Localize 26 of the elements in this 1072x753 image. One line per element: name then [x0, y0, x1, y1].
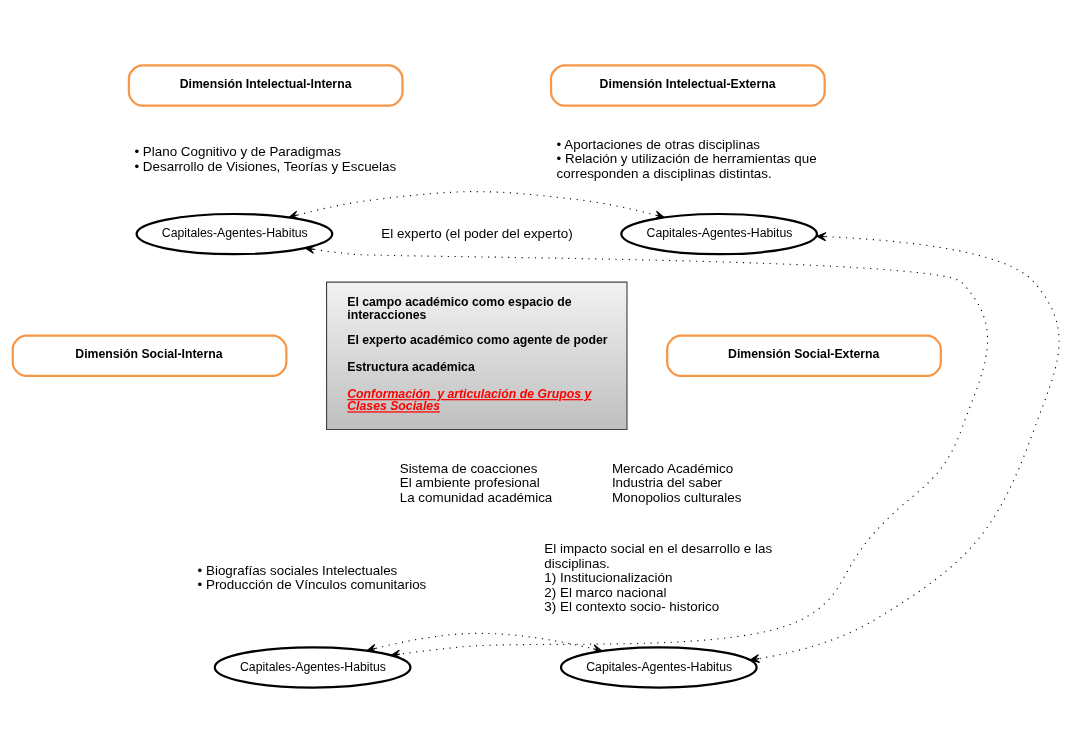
node-box: Dimensión Social-Externa — [666, 334, 942, 378]
label: • Desarrollo de Visiones, Teorías y Escuelas — [134, 158, 397, 174]
node-box: Dimensión Social-Interna — [11, 334, 288, 378]
arrow — [749, 232, 1060, 664]
arrow — [366, 632, 603, 654]
arrow — [304, 244, 989, 659]
label: • Producción de Vínculos comunitarios — [197, 577, 427, 593]
label: El impacto social en el desarrollo e las disciplinas. — [544, 541, 773, 571]
label: El experto (el poder del experto) — [381, 225, 573, 241]
label: • Relación y utilización de herramientas que corresponden a disciplinas distintas. — [556, 151, 817, 181]
label: 2) El marco nacional — [544, 584, 667, 600]
label: La comunidad académica — [399, 489, 553, 505]
label: • Aportaciones de otras disciplinas — [556, 136, 761, 152]
label: • Plano Cognitivo y de Paradigmas — [134, 144, 341, 160]
label: Monopolios culturales — [611, 489, 742, 505]
label: El ambiente profesional — [399, 475, 540, 491]
node-box: El campo académico como espacio de interacciones El experto académico como agente de poder Estructura académica Conformación y articulación de Grupos y Clases Sociales — [326, 281, 628, 431]
label: 3) El contexto socio- historico — [544, 599, 720, 615]
label: Mercado Académico — [611, 460, 734, 476]
label: Sistema de coacciones — [399, 460, 538, 476]
node-box: Dimensión Intelectual-Externa — [549, 64, 826, 107]
label: 1) Institucionalización — [544, 570, 673, 586]
label: • Biografías sociales Intelectuales — [197, 562, 398, 578]
node-box: Dimensión Intelectual-Interna — [127, 64, 404, 107]
label: Industria del saber — [611, 475, 723, 491]
arrow — [288, 191, 665, 220]
